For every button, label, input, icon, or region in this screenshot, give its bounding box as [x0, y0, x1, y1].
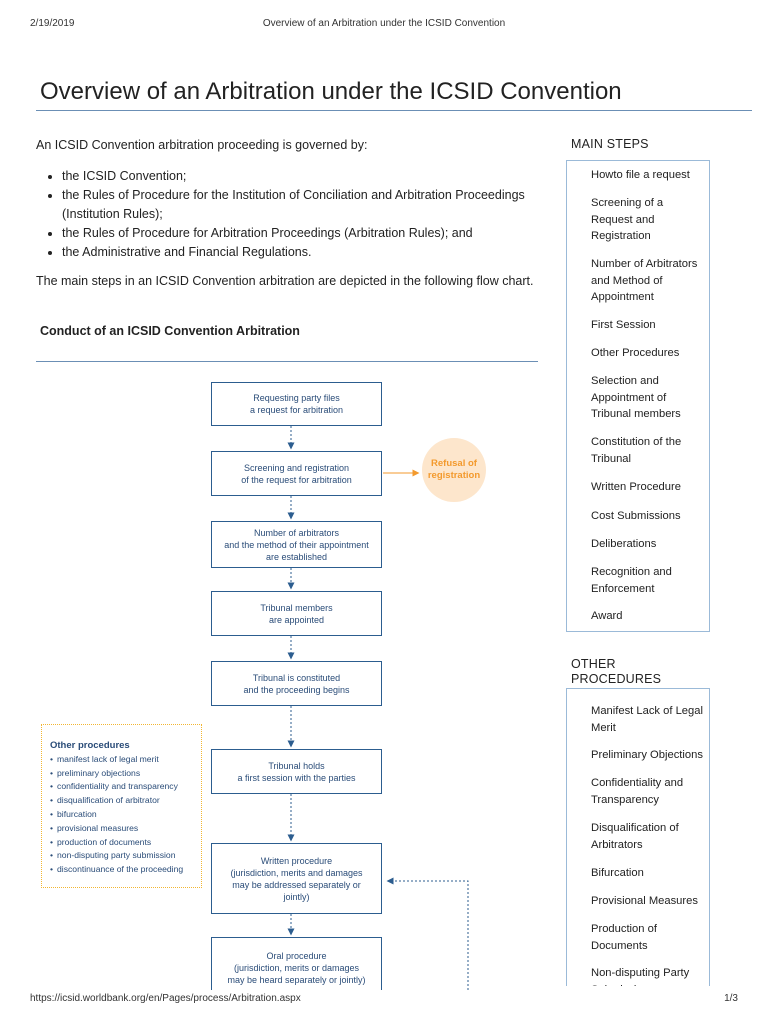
other-procedure-item: confidentiality and transparency [50, 780, 193, 794]
loop-back-connector [386, 877, 469, 990]
main-step-link-deliberations[interactable]: Deliberations [591, 538, 657, 550]
other-proc-link-non-disputing[interactable]: Non-disputing Party Submission [591, 967, 690, 986]
print-url: https://icsid.worldbank.org/en/Pages/pro… [30, 993, 301, 1004]
page-title: Overview of an Arbitration under the ICS… [40, 78, 622, 105]
other-procedures-nav: Manifest Lack of Legal Merit Preliminary… [566, 688, 710, 986]
steps-text: The main steps in an ICSID Convention ar… [36, 274, 534, 288]
other-procedure-item: non-disputing party submission [50, 849, 193, 863]
other-proc-link-legal-merit[interactable]: Manifest Lack of Legal Merit [591, 705, 703, 734]
main-step-link-recognition[interactable]: Recognition and Enforcement [591, 566, 672, 595]
main-step-link-constitution[interactable]: Constitution of the Tribunal [591, 436, 682, 465]
flow-step-arbitrators: Number of arbitrators and the method of … [211, 521, 382, 568]
main-step-link-award[interactable]: Award [591, 610, 623, 622]
flow-step-screening: Screening and registration of the reques… [211, 451, 382, 496]
chart-heading: Conduct of an ICSID Convention Arbitrati… [40, 324, 300, 338]
other-proc-link-provisional[interactable]: Provisional Measures [591, 895, 698, 907]
flow-step-appointment: Tribunal members are appointed [211, 591, 382, 636]
main-content: An ICSID Convention arbitration proceedi… [36, 136, 536, 291]
print-date: 2/19/2019 [30, 18, 75, 29]
main-step-link-arbitrators[interactable]: Number of Arbitrators and Method of Appo… [591, 258, 698, 303]
other-procedure-item: discontinuance of the proceeding [50, 863, 193, 877]
other-proc-link-production[interactable]: Production of Documents [591, 923, 657, 952]
flow-step-constitution: Tribunal is constituted and the proceedi… [211, 661, 382, 706]
main-step-link-first-session[interactable]: First Session [591, 319, 656, 331]
other-procedures-title: Other procedures [50, 740, 130, 751]
other-procedure-item: disqualification of arbitrator [50, 794, 193, 808]
print-page-number: 1/3 [724, 993, 738, 1004]
governing-item: the ICSID Convention; [62, 167, 536, 186]
flow-step-written-procedure: Written procedure (jurisdiction, merits … [211, 843, 382, 914]
main-step-link-cost-submissions[interactable]: Cost Submissions [591, 510, 681, 522]
main-steps-nav: Howto file a request Screening of a Requ… [566, 160, 710, 632]
other-procedure-item: production of documents [50, 836, 193, 850]
governing-list: the ICSID Convention; the Rules of Proce… [36, 167, 536, 262]
other-proc-link-bifurcation[interactable]: Bifurcation [591, 867, 644, 879]
main-step-link-screening[interactable]: Screening of a Request and Registration [591, 197, 664, 242]
governing-item: the Administrative and Financial Regulat… [62, 243, 536, 262]
main-step-link-other-procedures[interactable]: Other Procedures [591, 347, 680, 359]
other-procedures-list: manifest lack of legal merit preliminary… [50, 753, 193, 877]
other-proc-link-preliminary[interactable]: Preliminary Objections [591, 749, 703, 761]
heading-divider [36, 361, 538, 362]
other-procedures-box: Other procedures manifest lack of legal … [41, 724, 202, 888]
flow-step-first-session: Tribunal holds a first session with the … [211, 749, 382, 794]
other-procedure-item: manifest lack of legal merit [50, 753, 193, 767]
flow-step-oral-procedure: Oral procedure (jurisdiction, merits or … [211, 937, 382, 990]
governing-item: the Rules of Procedure for the Instituti… [62, 186, 536, 224]
print-title: Overview of an Arbitration under the ICS… [262, 18, 506, 29]
other-procedures-nav-viewport: Manifest Lack of Legal Merit Preliminary… [566, 688, 710, 986]
flowchart-connectors [287, 426, 469, 990]
flow-step-file-request: Requesting party files a request for arb… [211, 382, 382, 426]
intro-text: An ICSID Convention arbitration proceedi… [36, 138, 368, 152]
other-procedure-item: bifurcation [50, 808, 193, 822]
other-procedure-item: preliminary objections [50, 767, 193, 781]
main-step-link-selection[interactable]: Selection and Appointment of Tribunal me… [591, 375, 681, 420]
main-step-link-written-procedure[interactable]: Written Procedure [591, 481, 681, 493]
flow-refusal-circle: Refusal of registration [422, 438, 486, 502]
other-proc-link-confidentiality[interactable]: Confidentiality and Transparency [591, 777, 684, 806]
other-procedure-item: provisional measures [50, 822, 193, 836]
main-steps-heading: MAIN STEPS [571, 137, 649, 151]
other-proc-link-disqualification[interactable]: Disqualification of Arbitrators [591, 822, 679, 851]
governing-item: the Rules of Procedure for Arbitration P… [62, 224, 536, 243]
flowchart: Requesting party files a request for arb… [36, 370, 536, 990]
title-divider [36, 110, 752, 111]
main-step-link-file-request[interactable]: Howto file a request [591, 169, 690, 181]
other-procedures-heading: OTHER PROCEDURES [571, 657, 662, 686]
